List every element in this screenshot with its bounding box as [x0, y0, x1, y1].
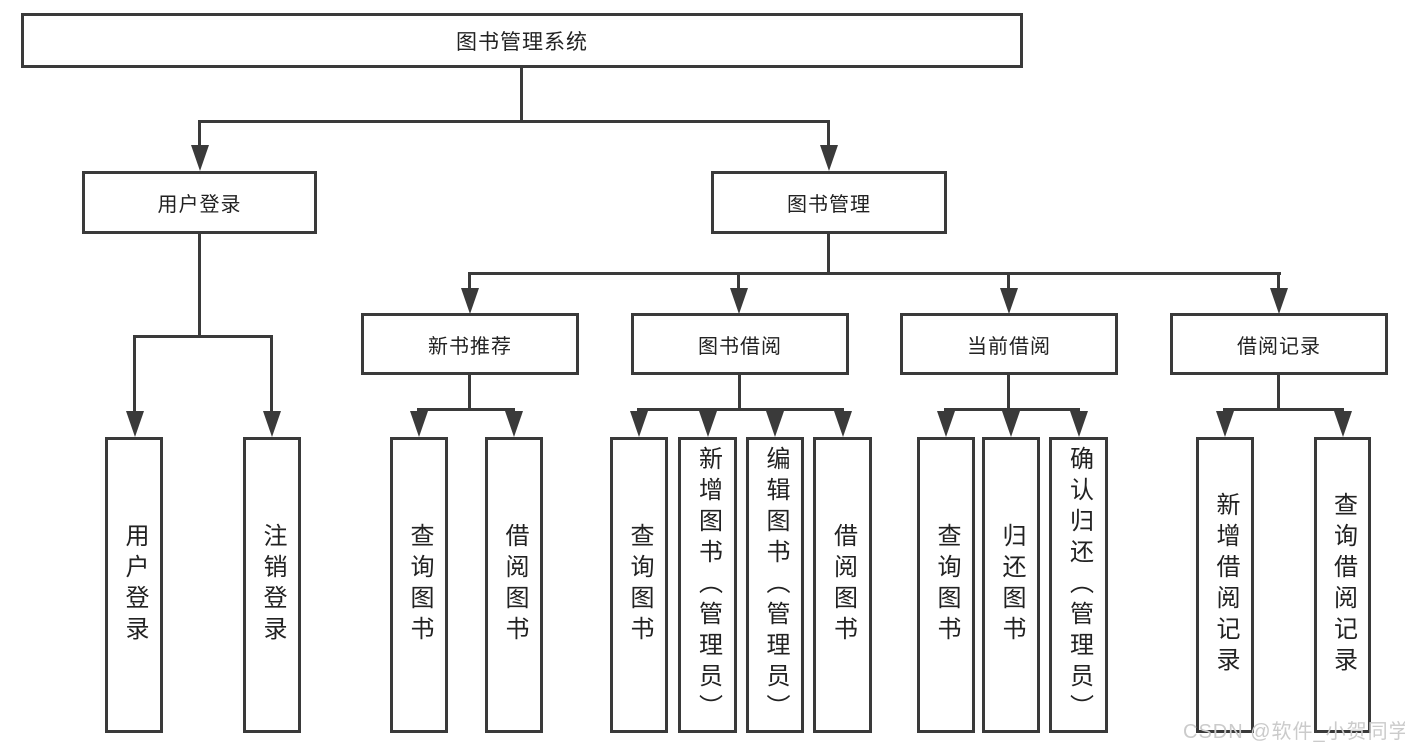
- connector-line: [1007, 272, 1010, 292]
- leaf-return-books: 归还图书: [982, 437, 1040, 733]
- arrow-down-icon: [1270, 288, 1288, 314]
- arrow-down-icon: [410, 411, 428, 437]
- leaf-query-books-3: 查询图书: [917, 437, 975, 733]
- arrow-down-icon: [766, 411, 784, 437]
- connector-line: [133, 335, 273, 338]
- connector-line: [468, 272, 1281, 275]
- connector-line: [198, 120, 201, 148]
- arrow-down-icon: [191, 145, 209, 171]
- node-new-book-recommend: 新书推荐: [361, 313, 579, 375]
- connector-line: [417, 408, 515, 411]
- arrow-down-icon: [263, 411, 281, 437]
- arrow-down-icon: [630, 411, 648, 437]
- arrow-down-icon: [820, 145, 838, 171]
- leaf-borrow-books-2: 借阅图书: [813, 437, 872, 733]
- leaf-logout: 注销登录: [243, 437, 301, 733]
- leaf-add-borrow-record: 新增借阅记录: [1196, 437, 1254, 733]
- arrow-down-icon: [461, 288, 479, 314]
- connector-line: [827, 120, 830, 148]
- connector-line: [737, 272, 740, 292]
- connector-line: [270, 335, 273, 413]
- connector-line: [1277, 375, 1280, 408]
- node-current-borrowing: 当前借阅: [900, 313, 1118, 375]
- connector-line: [1223, 408, 1344, 411]
- arrow-down-icon: [1216, 411, 1234, 437]
- connector-line: [198, 120, 830, 123]
- connector-line: [468, 375, 471, 408]
- connector-line: [198, 234, 201, 335]
- arrow-down-icon: [1002, 411, 1020, 437]
- node-user-login: 用户登录: [82, 171, 317, 234]
- arrow-down-icon: [1000, 288, 1018, 314]
- connector-line: [738, 375, 741, 408]
- connector-line: [637, 408, 843, 411]
- node-borrowing-records: 借阅记录: [1170, 313, 1388, 375]
- arrow-down-icon: [126, 411, 144, 437]
- connector-line: [1007, 375, 1010, 408]
- csdn-watermark: CSDN @软件_小贺同学: [1183, 721, 1405, 743]
- arrow-down-icon: [1334, 411, 1352, 437]
- connector-line: [133, 335, 136, 413]
- connector-line: [520, 68, 523, 120]
- arrow-down-icon: [834, 411, 852, 437]
- arrow-down-icon: [937, 411, 955, 437]
- leaf-user-login: 用户登录: [105, 437, 163, 733]
- arrow-down-icon: [1070, 411, 1088, 437]
- node-book-borrowing: 图书借阅: [631, 313, 849, 375]
- connector-line: [827, 234, 830, 272]
- node-root-system: 图书管理系统: [21, 13, 1023, 68]
- leaf-query-borrow-record: 查询借阅记录: [1314, 437, 1371, 733]
- leaf-edit-books-admin: 编辑图书（管理员）: [746, 437, 804, 733]
- arrow-down-icon: [505, 411, 523, 437]
- arrow-down-icon: [699, 411, 717, 437]
- arrow-down-icon: [730, 288, 748, 314]
- leaf-add-books-admin: 新增图书（管理员）: [678, 437, 737, 733]
- leaf-query-books-2: 查询图书: [610, 437, 668, 733]
- connector-line: [1277, 272, 1280, 292]
- connector-line: [468, 272, 471, 292]
- node-book-management: 图书管理: [711, 171, 947, 234]
- leaf-borrow-books-1: 借阅图书: [485, 437, 543, 733]
- leaf-confirm-return-admin: 确认归还（管理员）: [1049, 437, 1108, 733]
- leaf-query-books-1: 查询图书: [390, 437, 448, 733]
